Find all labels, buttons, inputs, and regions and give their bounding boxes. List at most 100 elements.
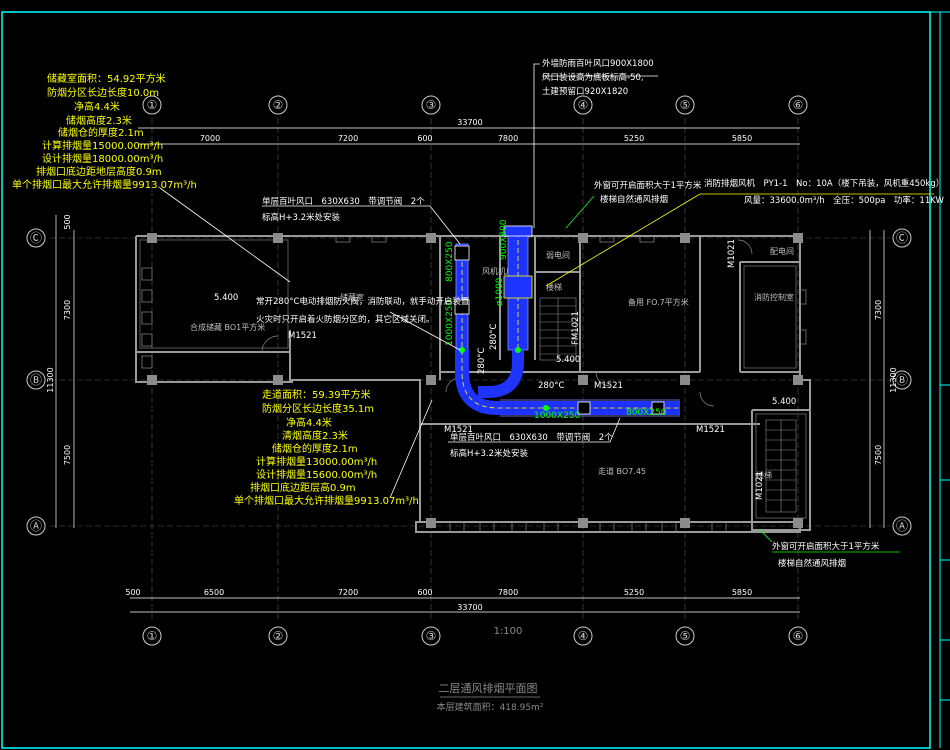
note-window-upper-line1: 外窗可开启面积大于1平方米 xyxy=(594,180,702,191)
elevation-4: 5.400 xyxy=(772,397,796,407)
note-window-lower: 外窗可开启面积大于1平方米 楼梯自然通风排烟 xyxy=(772,541,880,569)
dim-text-bottom: 500 6500 7200 600 7800 5250 5850 33700 xyxy=(125,588,752,612)
door-tags: M1521 M1521 M1521 M1521 M1021 FM1021 M10… xyxy=(288,239,765,500)
dim-top-3: 600 xyxy=(417,134,432,143)
window-markers xyxy=(141,235,807,533)
dim-top-total: 33700 xyxy=(457,118,482,127)
room-labels: 储藏室 合成储藏 BO1平方米 风机机房 弱电间 楼梯 备用 FO.7平方米 消… xyxy=(190,246,794,480)
note-damper-line2: 火灾时只开启着火防烟分区的，其它区域关闭。 xyxy=(256,314,435,325)
dim-top-4: 7800 xyxy=(498,134,518,143)
axis-bubbles-left: Ⓒ Ⓑ Ⓐ xyxy=(26,228,46,536)
note-top-outlet: 外墙防雨百叶风口900X1800 风口装设高为底板标高-50, 土建预留口920… xyxy=(542,58,654,97)
drawing-scale: 1:100 xyxy=(494,626,523,637)
dim-bottom-4: 600 xyxy=(417,588,432,597)
door-tag-2: M1521 xyxy=(444,425,473,435)
leader-lines xyxy=(159,63,934,553)
dim-right-3: 7500 xyxy=(874,445,883,465)
note-grille-upper-line2: 标高H+3.2米处安装 xyxy=(262,212,341,223)
note-zone1-line8: 排烟口底边距地层高度0.9m xyxy=(36,165,162,178)
dim-left-3: 11300 xyxy=(46,367,55,392)
room-label-9: 楼梯 xyxy=(756,470,772,480)
note-window-lower-line1: 外窗可开启面积大于1平方米 xyxy=(772,541,880,552)
room-label-5: 楼梯 xyxy=(546,282,562,292)
axis-left-a: Ⓐ xyxy=(30,519,42,533)
note-window-upper-line2: 楼梯自然通风排烟 xyxy=(600,194,668,205)
axis-top-6: ⑥ xyxy=(793,98,804,112)
dim-bottom-5: 7800 xyxy=(498,588,518,597)
room-label-8: 走道 BO7.45 xyxy=(598,466,646,476)
axis-top-5: ⑤ xyxy=(680,98,691,112)
axis-left-b: Ⓑ xyxy=(30,373,42,387)
room-label-3: 风机机房 xyxy=(482,266,514,276)
dim-text-right: 7300 11300 7500 xyxy=(874,300,898,465)
staircase-upper xyxy=(539,297,577,361)
drawing-frame xyxy=(1,11,950,749)
room-label-1: 储藏室 xyxy=(340,292,364,302)
door-tag-5: M1021 xyxy=(727,239,737,268)
staircase-lower xyxy=(765,419,797,513)
elevation-1: 5.400 xyxy=(214,293,238,303)
note-zone1-line2: 防烟分区长边长度10.0m xyxy=(47,86,159,99)
door-tag-4: M1521 xyxy=(696,425,725,435)
dim-right-2: 11300 xyxy=(889,367,898,392)
note-outlet-line3: 土建预留口920X1820 xyxy=(542,86,628,97)
note-fan-line2: 风量：33600.0m³/h 全压：500pa 功率：11KW xyxy=(744,195,945,206)
axis-left-c: Ⓒ xyxy=(30,231,42,245)
axis-top-3: ③ xyxy=(426,98,437,112)
door-tag-6: FM1021 xyxy=(571,311,581,345)
floor-area: 本层建筑面积：418.95m² xyxy=(437,701,544,713)
note-zone2-smoke: 走道面积：59.39平方米 防烟分区长边长度35.1m 净高4.4米 清烟高度2… xyxy=(234,388,419,507)
duct-label-5: 280°C xyxy=(477,348,487,374)
duct-label-2: 1000X250 xyxy=(445,299,455,346)
note-window-lower-line2: 楼梯自然通风排烟 xyxy=(778,558,846,569)
room-label-2: 合成储藏 BO1平方米 xyxy=(190,322,265,332)
dim-top-5: 5250 xyxy=(624,134,644,143)
duct-labels: 800X250 1000X250 900X800 ø1000 280°C 280… xyxy=(445,219,667,421)
dim-top-6: 5850 xyxy=(732,134,752,143)
note-grille-upper: 单层百叶风口 630X630 带调节阀 2个 标高H+3.2米处安装 xyxy=(262,196,425,223)
note-zone2-line9: 单个排烟口最大允许排烟量9913.07m³/h xyxy=(234,494,419,507)
door-tag-1: M1521 xyxy=(288,331,317,341)
dimension-lines xyxy=(55,127,885,613)
duct-label-6: 280°C xyxy=(489,324,499,350)
axis-bottom-2: ② xyxy=(273,629,284,643)
dim-bottom-total: 33700 xyxy=(457,603,482,612)
note-outlet-line2: 风口装设高为底板标高-50, xyxy=(542,72,644,83)
axis-bottom-3: ③ xyxy=(426,629,437,643)
axis-bottom-4: ④ xyxy=(578,629,589,643)
duct-label-3: 900X800 xyxy=(499,219,509,260)
dim-top-2: 7200 xyxy=(338,134,358,143)
duct-label-7: 280°C xyxy=(538,381,564,391)
door-tag-7: M1021 xyxy=(755,471,765,500)
duct-label-8: 1000X250 xyxy=(534,411,581,421)
dim-top-1: 7000 xyxy=(200,134,220,143)
note-zone2-line5: 储烟仓的厚度2.1m xyxy=(272,442,358,455)
room-label-4: 弱电间 xyxy=(546,250,570,260)
room-label-10: 配电间 xyxy=(770,246,794,256)
note-damper-line1: 常开280°C电动排烟防火阀，消防联动，就手动开启装置 xyxy=(256,296,470,307)
duct-label-9: 800X250 xyxy=(626,408,667,418)
note-fire-damper: 常开280°C电动排烟防火阀，消防联动，就手动开启装置 火灾时只开启着火防烟分区… xyxy=(256,296,470,325)
note-zone1-line5: 储烟仓的厚度2.1m xyxy=(58,126,144,139)
dim-bottom-7: 5850 xyxy=(732,588,752,597)
note-grille-lower-line2: 标高H+3.2米处安装 xyxy=(450,448,529,459)
axis-bubbles-right: Ⓒ Ⓑ Ⓐ xyxy=(892,228,912,536)
door-tag-3: M1521 xyxy=(594,381,623,391)
dim-right-1: 7300 xyxy=(874,300,883,320)
drawing-title: 二层通风排烟平面图 xyxy=(439,681,538,695)
note-zone2-line2: 防烟分区长边长度35.1m xyxy=(262,402,374,415)
axis-top-2: ② xyxy=(273,98,284,112)
note-zone1-smoke: 储藏室面积：54.92平方米 防烟分区长边长度10.0m 净高4.4米 储烟高度… xyxy=(12,72,197,191)
axis-right-a: Ⓐ xyxy=(896,519,908,533)
dim-text-left: 500 7300 11300 7500 xyxy=(46,214,72,465)
note-zone1-line3: 净高4.4米 xyxy=(74,100,120,113)
axis-top-1: ① xyxy=(147,98,158,112)
building-walls xyxy=(135,235,811,533)
note-window-upper: 外窗可开启面积大于1平方米 楼梯自然通风排烟 xyxy=(594,180,702,205)
note-grille-lower: 单层百叶风口 630X630 带调节阀 2个 标高H+3.2米处安装 xyxy=(450,432,613,459)
dim-text-top: 33700 7000 7200 600 7800 5250 5850 xyxy=(200,118,752,143)
axis-bottom-6: ⑥ xyxy=(793,629,804,643)
elevation-3: 5.400 xyxy=(556,355,580,365)
